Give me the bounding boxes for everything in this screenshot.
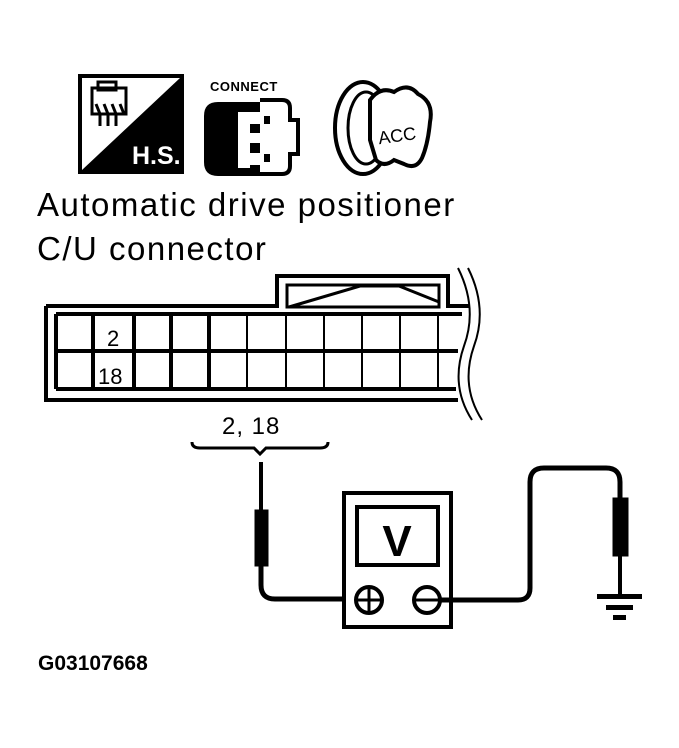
- title-line-2: C/U connector: [37, 230, 268, 267]
- brace: [190, 441, 330, 457]
- terminal-2-label: 2: [107, 326, 119, 351]
- ignition-key-acc-icon: ACC: [333, 80, 433, 176]
- voltmeter: V: [342, 491, 453, 629]
- harness-sensor-hs-icon: H.S.: [78, 74, 184, 174]
- meter-display: V: [382, 517, 412, 566]
- terminal-18-label: 18: [98, 364, 122, 389]
- figure-id: G03107668: [38, 652, 148, 675]
- connector-diagram: [44, 267, 483, 421]
- probe-terminals-label: 2, 18: [222, 413, 280, 440]
- hs-label: H.S.: [132, 142, 181, 170]
- ground-icon: [597, 594, 642, 620]
- negative-test-lead: [440, 465, 629, 603]
- title-line-1: Automatic drive positioner: [37, 186, 456, 223]
- positive-test-lead: [254, 462, 352, 602]
- connect-connector-icon: CONNECT: [204, 79, 300, 176]
- svg-text:CONNECT: CONNECT: [210, 79, 278, 94]
